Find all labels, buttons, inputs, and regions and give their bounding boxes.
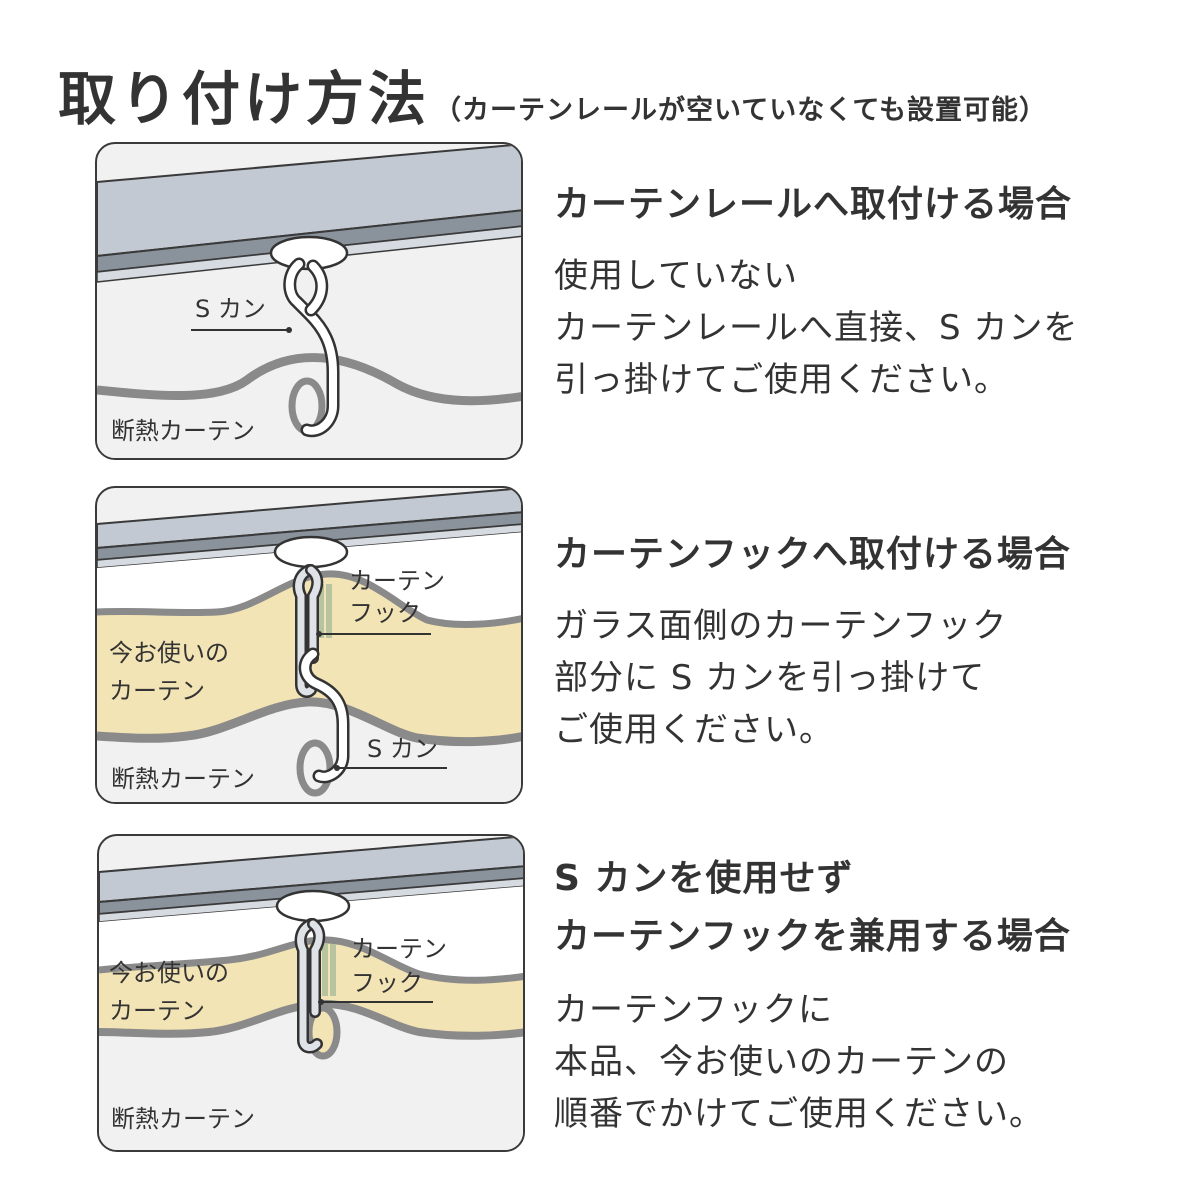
eyelet-ring [296,739,334,797]
section-body: 使用していない カーテンレールへ直接、S カンを 引っ掛けてご使用ください。 [554,250,1078,406]
curtain-hook [322,944,336,996]
curtain-hook-label-line2: フック [349,599,421,627]
section-hook-shared: S カンを使用せず カーテンフックを兼用する場合 カーテンフックに 本品、今お使… [554,850,1071,1140]
section-heading: カーテンレールへ取付ける場合 [554,184,1073,225]
hook-shared-drawing [99,836,523,1150]
curtain-hook-label-line2: フック [351,969,423,997]
section-body-line: 順番でかけてご使用ください。 [554,1094,1044,1134]
insulated-curtain-label: 断熱カーテン [111,417,255,445]
curtain-hook-label-line1: カーテン [349,567,445,595]
section-heading: カーテンフックを兼用する場合 [554,916,1071,957]
illustration-hook-mount: カーテン フック 今お使いの カーテン S カン 断熱カーテン [95,486,523,804]
section-body: カーテンフックに 本品、今お使いのカーテンの 順番でかけてご使用ください。 [554,984,1071,1140]
current-curtain-label-line1: 今お使いの [109,639,229,667]
insulated-curtain-edge [97,697,521,747]
section-body: ガラス面側のカーテンフック 部分に S カンを引っ掛けて ご使用ください。 [554,600,1071,756]
current-curtain-label-line1: 今お使いの [109,959,229,987]
section-body-line: 本品、今お使いのカーテンの [554,1042,1009,1082]
section-body-line: ご使用ください。 [554,710,834,750]
runner-disc [275,889,351,923]
page-subtitle: （カーテンレールが空いていなくても設置可能） [434,95,1048,126]
s-kan-label: S カン [195,295,266,323]
page-title-row: 取り付け方法（カーテンレールが空いていなくても設置可能） [58,52,1048,133]
insulated-curtain-label: 断熱カーテン [111,1105,255,1133]
section-heading: カーテンフックへ取付ける場合 [554,534,1071,575]
page-title: 取り付け方法 [58,65,431,133]
hook-mount-drawing [97,488,521,802]
current-curtain-label-line2: カーテン [109,997,205,1025]
current-curtain-label-line2: カーテン [109,677,205,705]
section-hook-mount: カーテンフックへ取付ける場合 ガラス面側のカーテンフック 部分に S カンを引っ… [554,526,1071,756]
runner-disc [273,535,349,569]
insulated-curtain-edge [97,353,521,406]
insulated-curtain-fabric [97,701,521,802]
section-heading: S カンを使用せず [554,858,854,899]
section-body-line: 引っ掛けてご使用ください。 [554,360,1009,400]
curtain-hook-label-line1: カーテン [351,935,447,963]
section-body-line: 部分に S カンを引っ掛けて [554,658,986,698]
section-body-line: カーテンフックに [554,990,833,1030]
curtain-rail [97,144,521,258]
rail-mount-drawing [97,144,521,458]
section-body-line: 使用していない [554,256,798,296]
insulated-curtain-fabric [97,357,521,458]
illustration-rail-mount: S カン 断熱カーテン [95,142,523,460]
illustration-hook-shared: カーテン フック 今お使いの カーテン 断熱カーテン [97,834,525,1152]
section-rail-mount: カーテンレールへ取付ける場合 使用していない カーテンレールへ直接、S カンを … [554,176,1078,406]
insulated-curtain-fabric [99,1003,523,1150]
section-body-line: ガラス面側のカーテンフック [554,606,1008,646]
s-kan-label: S カン [367,735,438,763]
insulated-curtain-label: 断熱カーテン [111,765,255,793]
section-body-line: カーテンレールへ直接、S カンを [554,308,1079,348]
